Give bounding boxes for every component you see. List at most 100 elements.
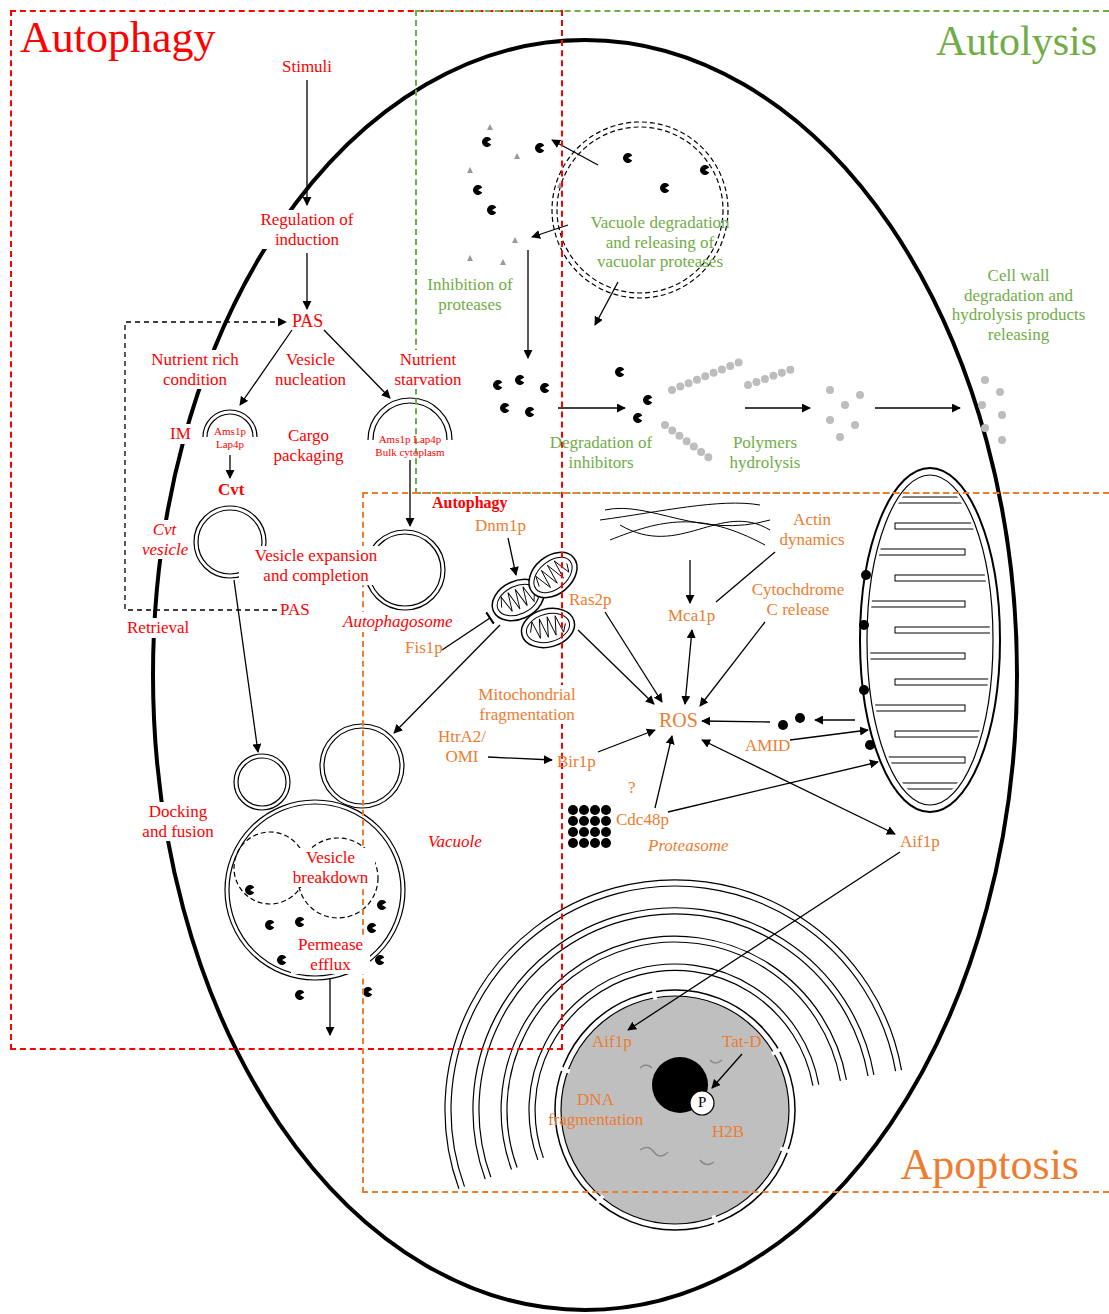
proteasome-part [579,838,589,848]
mitochondrion-large-part-part [859,685,869,695]
text-label: Cargo packaging [271,426,346,465]
proteases-part [500,403,509,413]
arrows [125,80,960,1088]
proteases-part [512,237,518,243]
arrows-part [306,253,307,309]
text-label: AMID [745,736,790,756]
region-title: Apoptosis [901,1141,1079,1189]
text-label: Regulation of induction [240,210,374,249]
mitochondrion-large-part-part [850,497,965,503]
arrows-part [234,580,258,752]
proteases-part [643,395,652,405]
hydrolysis-products-part [826,416,834,424]
proteases-part [467,255,473,261]
mitochondrion-large [850,468,1010,812]
text-label: H2B [712,1122,744,1142]
mitochondria-small-part-part [532,555,572,593]
polymers-part [748,368,795,385]
mitochondrion-large-part-part [865,740,875,750]
vesicles-part [552,122,728,298]
text-label: Docking and fusion [136,802,220,841]
hydrolysis-products-part [841,401,849,409]
text-label: Autophagy [430,494,510,512]
hydrolysis-products-part [996,388,1004,396]
hydrolysis-products-part [856,391,864,399]
proteases-part [467,167,473,173]
proteases-part [482,137,491,147]
arrows-part [598,730,655,752]
proteases-part [700,165,709,175]
text-label: DNA fragmentation [548,1090,643,1129]
proteases-part [535,143,544,153]
proteasome-part [590,805,600,815]
mitochondria-small-part [517,603,579,654]
mitochondrion-large-part-part [895,783,1010,789]
polymers-part [672,362,740,390]
text-label: Autophagosome [341,612,455,632]
mitochondrion-large-part-part [895,627,1010,633]
proteasome-part [590,816,600,826]
proteases-part [515,375,524,385]
proteasome-part [568,816,578,826]
nucleus-part-part [710,1060,722,1063]
mitochondrion-large-part-part [850,653,965,659]
arrows-part [508,538,516,575]
text-label: Vesicle breakdown [286,848,375,887]
proteasome-part [568,805,578,815]
hydrolysis-products-part [978,401,986,409]
proteasome-part [601,838,611,848]
mitochondrion-large-part-part [861,570,871,580]
text-label: P [698,1094,706,1111]
proteasome [568,805,611,848]
arrows-part [745,407,810,408]
plain-lines [442,552,775,650]
proteases-part [514,153,520,159]
arrows-part [790,730,868,740]
hydrolysis-products-part [851,421,859,429]
proteases-part [525,407,534,417]
nucleus-part [690,1091,714,1115]
text-label: PAS [292,311,323,332]
text-label: Cytochdrome C release [748,580,848,619]
vesicles-part [225,800,405,980]
text-label: ? [628,778,636,798]
vesicles-part [238,758,286,806]
arrows-part [702,740,895,834]
proteasome-part [579,827,589,837]
proteases-part [473,185,482,195]
arrows-part [240,330,292,405]
text-label: Vacuole [428,832,482,852]
arrows-part [578,630,654,704]
text-label: Vacuole degradation and releasing of vac… [590,213,730,272]
arrows-part [815,719,855,720]
nucleus-part-part [597,1196,603,1204]
region-title: Autolysis [936,18,1097,64]
proteases-part [363,987,372,997]
arrows-part [685,630,692,704]
text-label: Aif1p [900,832,940,852]
proteases-part [540,383,549,393]
proteases-part [375,955,384,965]
nucleus-part-part [640,1065,652,1068]
proteasome-part [590,827,600,837]
proteases-part [377,900,386,910]
text-label: HtrA2/ OMI [437,727,487,766]
mitochondrion-large-part-part [850,549,965,555]
proteasome-part [601,827,611,837]
arrows-part [702,721,770,722]
proteasome-part [579,816,589,826]
proteases-part [660,183,669,193]
proteases-part [277,955,286,965]
proteases-part [487,124,493,130]
text-label: Bir1p [557,752,596,772]
arrows-part [306,80,307,205]
proteases-part [633,413,642,423]
actin-filaments-part [610,522,765,545]
arrows-part [628,852,900,1030]
hydrolysis-products [826,376,1006,444]
hydrolysis-products-part [981,376,989,384]
mitochondrion-large-part-part [850,757,965,763]
proteases-part [295,990,304,1000]
hydrolysis-products-part [836,433,844,441]
nucleus-part-part [700,1160,714,1165]
